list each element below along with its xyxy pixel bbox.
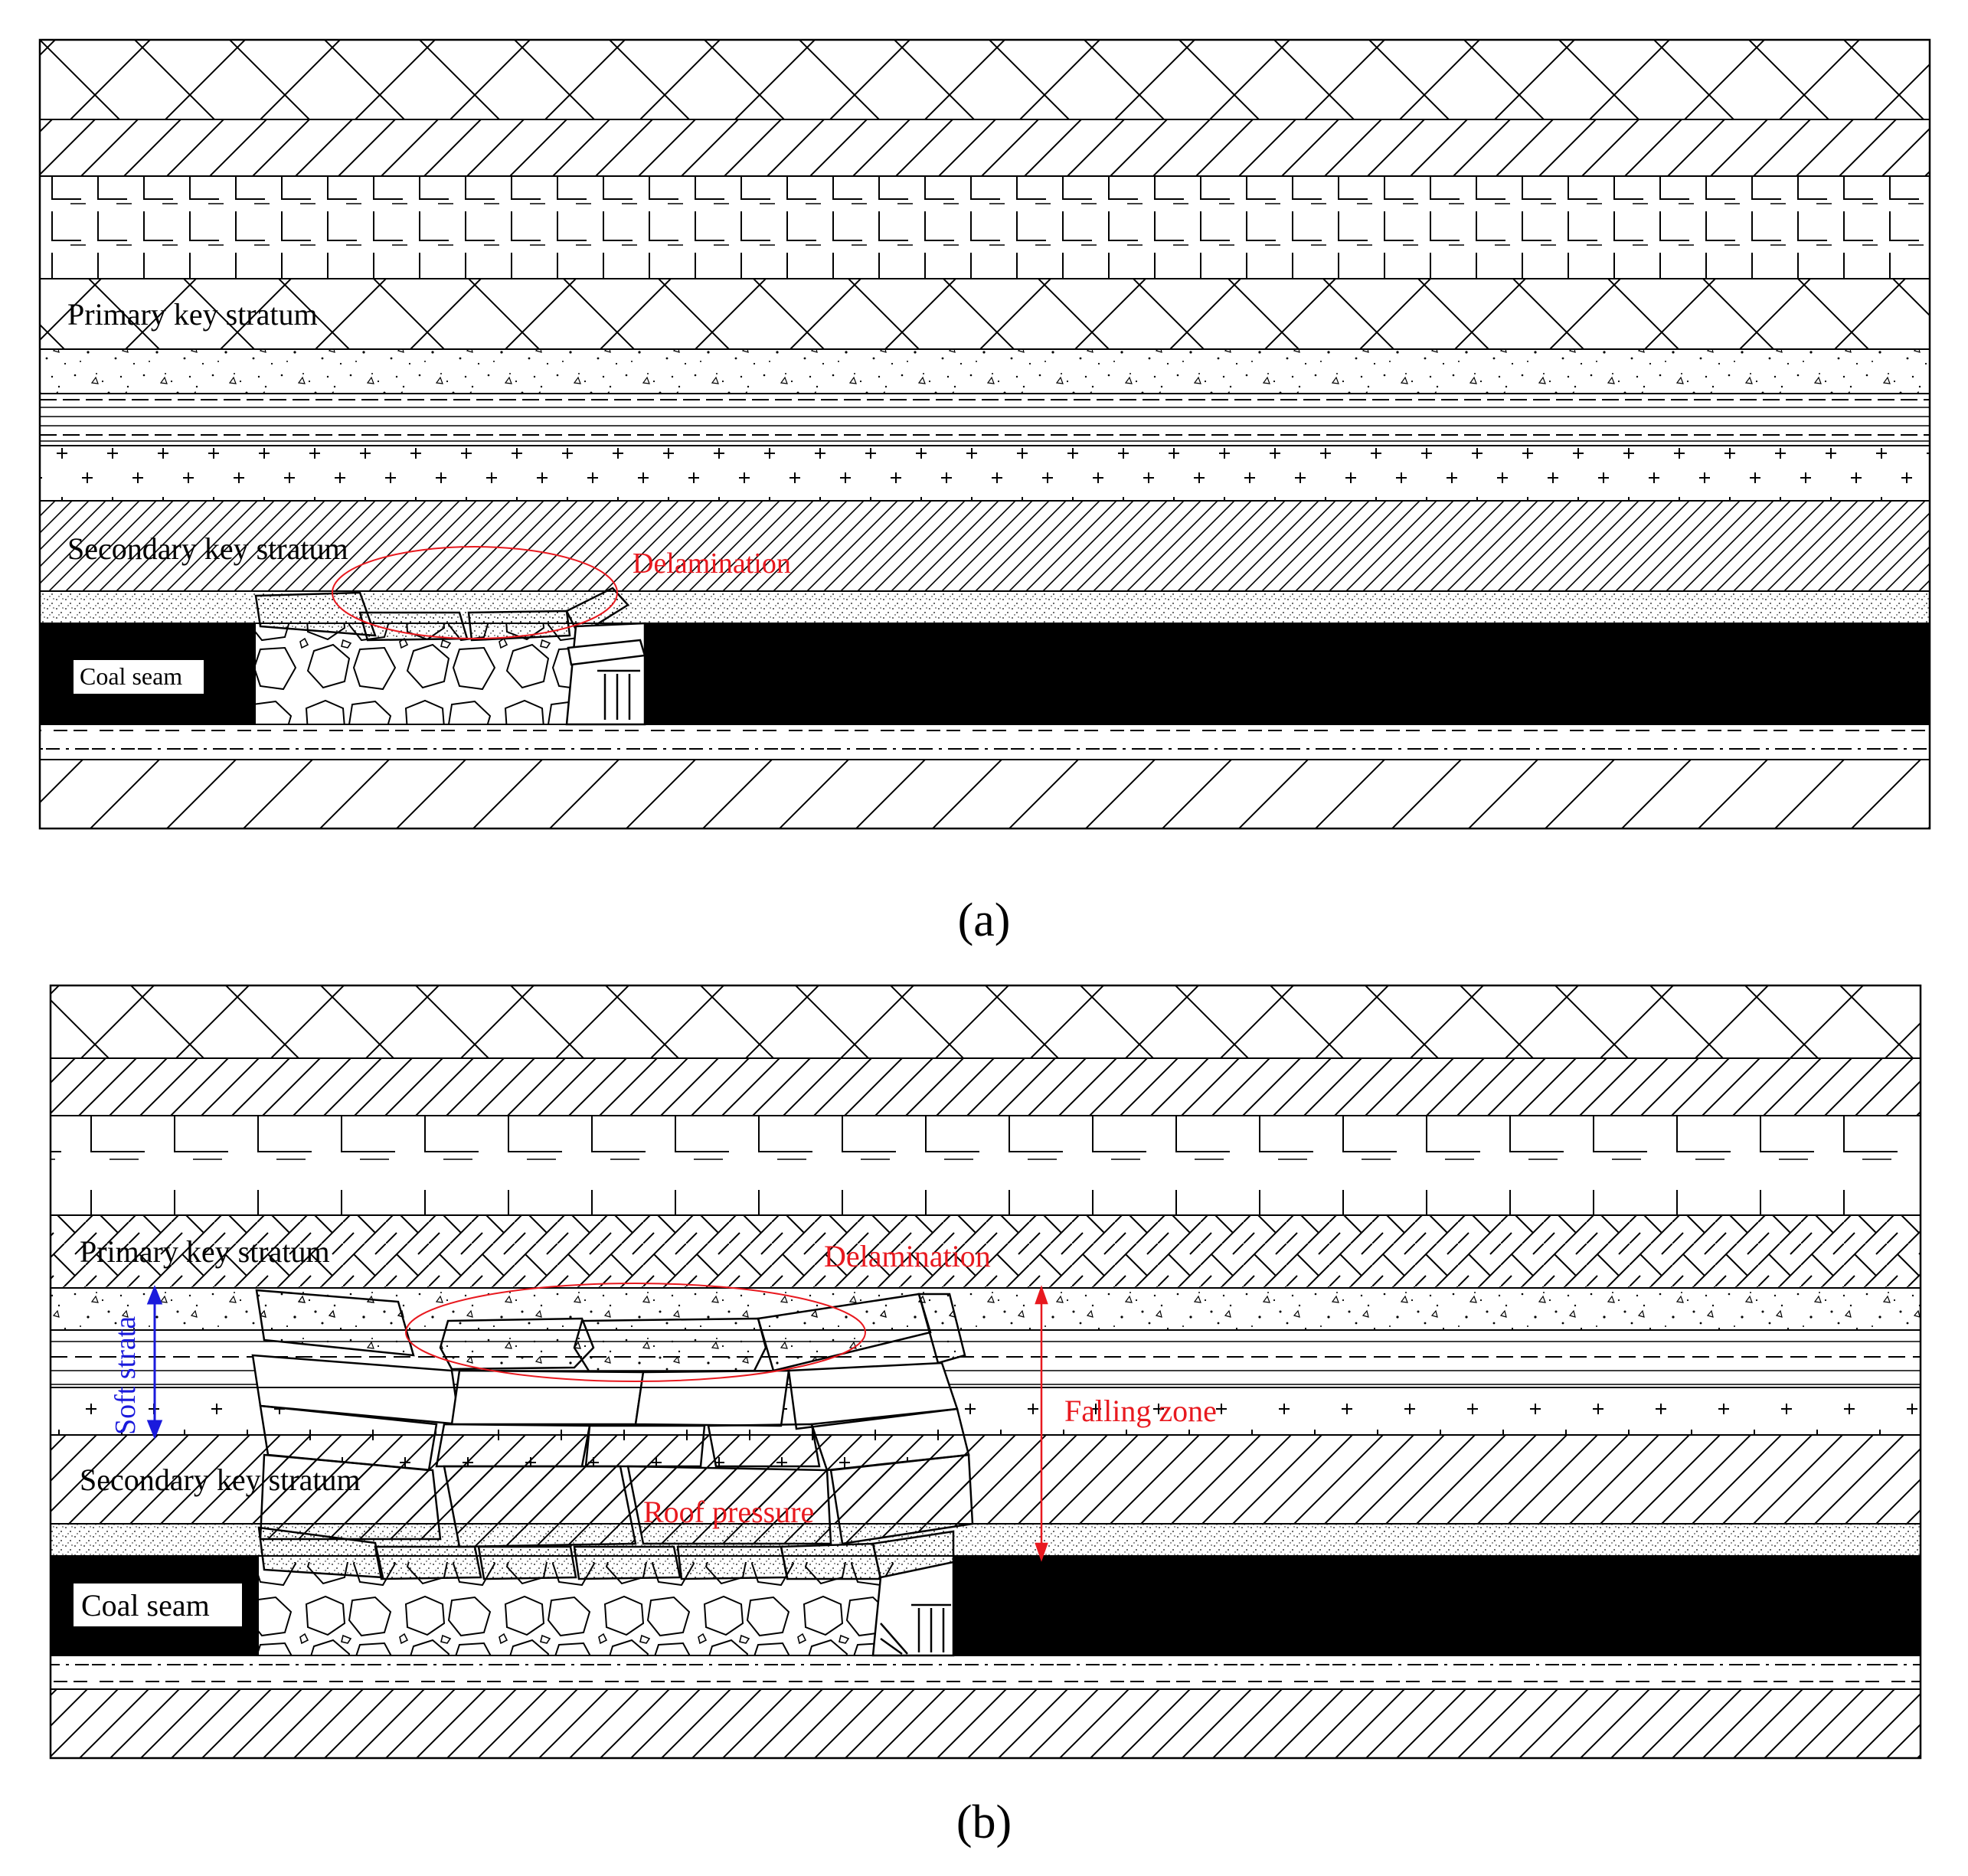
layer-a-mudstone — [40, 399, 1930, 442]
layer-a-1 — [40, 40, 1930, 119]
delamination-label-b: Delamination — [824, 1239, 991, 1273]
frame-b — [49, 984, 1922, 1760]
primary-label-a: Primary key stratum — [67, 297, 318, 332]
soft-strata-label: Soft strata — [110, 1316, 142, 1435]
falling-zone-arrow — [1035, 1285, 1048, 1562]
caption-b: (b) — [956, 1796, 1012, 1848]
layer-b-floor-1 — [51, 1655, 1921, 1689]
coal-label-b: Coal seam — [81, 1588, 210, 1623]
frame-a — [38, 38, 1931, 830]
layer-a-floor-2 — [40, 760, 1930, 829]
primary-label-b: Primary key stratum — [80, 1234, 330, 1269]
coal-label-box-b — [74, 1583, 242, 1626]
support-b — [871, 1561, 955, 1657]
delamination-label-a: Delamination — [633, 547, 791, 580]
layer-a-3 — [40, 176, 1930, 279]
caption-a: (a) — [958, 894, 1011, 946]
layer-a-floor-1 — [40, 724, 1930, 760]
coal-label-a: Coal seam — [80, 662, 182, 690]
coal-label-box-a — [74, 660, 204, 694]
support-a — [565, 622, 646, 726]
delamination-ellipse-a — [332, 546, 618, 639]
falling-zone-label: Falling zone — [1064, 1394, 1217, 1428]
soft-strata-arrow — [146, 1284, 163, 1440]
layer-a-sandstone — [40, 349, 1930, 394]
coal-b-right — [953, 1556, 1921, 1655]
delamination-ellipse-b — [405, 1283, 866, 1382]
secondary-label-a: Secondary key stratum — [67, 531, 348, 566]
falling-zone-blocks-b — [251, 1289, 974, 1580]
roof-pressure-label: Roof pressure — [643, 1495, 814, 1529]
layer-b-3 — [51, 1116, 1921, 1215]
layer-b-primary — [51, 1215, 1921, 1288]
layer-a-plus — [40, 446, 1930, 501]
boundaries-a — [40, 119, 1930, 760]
boundaries-b — [51, 1057, 1921, 1690]
layer-b-floor-2 — [51, 1689, 1921, 1758]
layer-a-secondary — [40, 501, 1930, 591]
secondary-label-b: Secondary key stratum — [80, 1463, 361, 1497]
layer-b-2 — [51, 1058, 1921, 1116]
panel-b: Primary key stratum Secondary key stratu… — [49, 984, 1922, 1848]
panel-a: Primary key stratum Secondary key stratu… — [38, 38, 1931, 946]
layer-b-1 — [51, 985, 1921, 1058]
coal-a-right — [645, 623, 1930, 724]
layer-a-primary — [40, 279, 1930, 349]
layer-a-2 — [40, 119, 1930, 176]
